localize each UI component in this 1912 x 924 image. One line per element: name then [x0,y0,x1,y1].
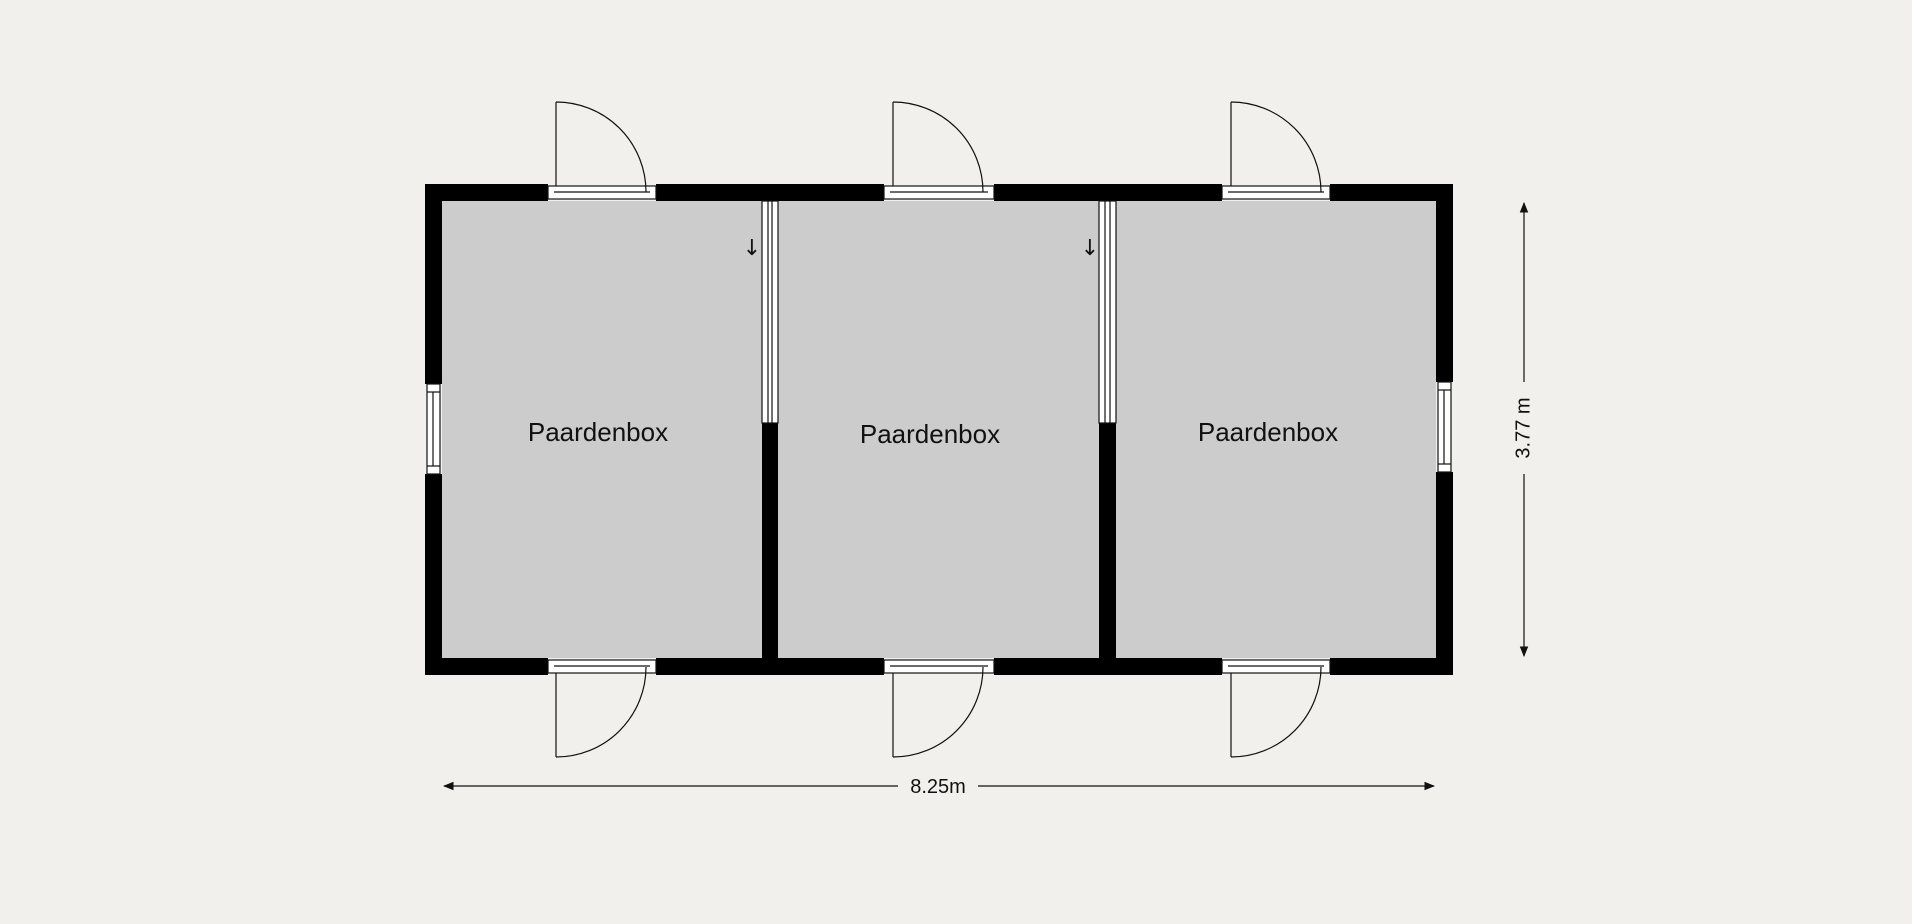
door-top-2 [883,101,995,200]
window-left [426,383,441,475]
width-label: 8.25m [910,776,966,798]
partition-gate-2 [1098,200,1117,424]
height-dimension: 3.77 m [1512,201,1534,658]
room-2-floor [778,201,1099,658]
left-wall [425,184,442,675]
partition-arrow-1: ↓ [743,236,761,261]
room-label-2: Paardenbox [860,419,1000,449]
door-bottom-2 [883,659,995,758]
partition-gate-1 [761,200,779,424]
bottom-wall [425,658,1453,675]
partition-wall-1 [762,423,778,658]
room-label-3: Paardenbox [1198,417,1338,447]
door-bottom-1 [547,659,657,758]
room-label-1: Paardenbox [528,417,668,447]
door-top-1 [547,101,657,200]
room-3-floor [1116,201,1436,658]
door-bottom-3 [1221,659,1331,758]
top-wall [425,184,1453,201]
height-label: 3.77 m [1512,397,1534,458]
width-dimension: 8.25m [442,776,1436,798]
partition-wall-2 [1099,423,1116,658]
window-right [1437,381,1452,473]
room-1-floor [442,201,762,658]
door-top-3 [1221,101,1331,200]
partition-arrow-2: ↓ [1081,236,1099,261]
right-wall [1436,184,1453,675]
